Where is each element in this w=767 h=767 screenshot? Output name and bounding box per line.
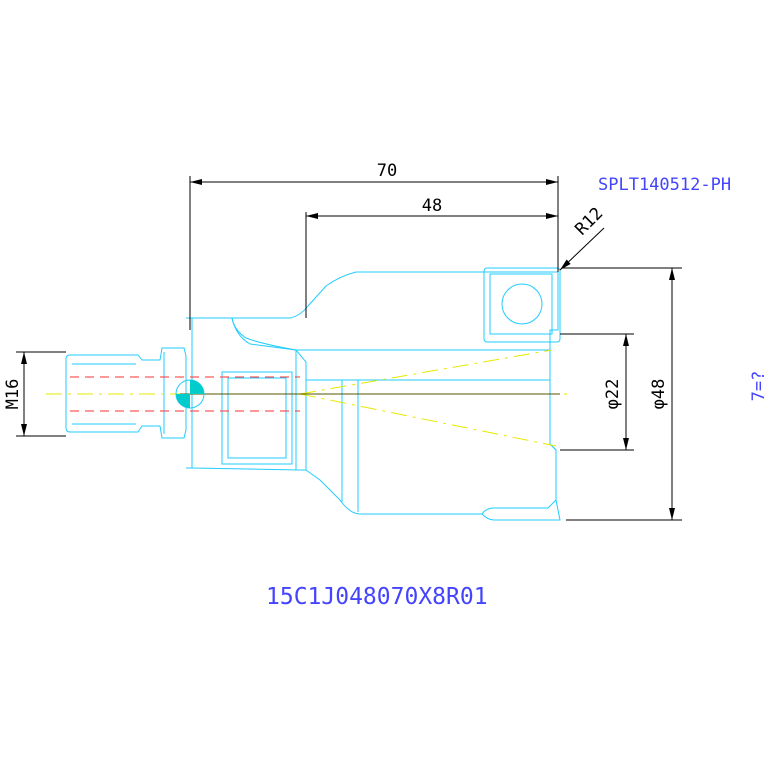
- dim-70-label: 70: [377, 161, 397, 181]
- dim-phi22-label: φ22: [603, 379, 623, 410]
- tool-body-outline: [65, 271, 561, 521]
- centerlines: [46, 349, 572, 447]
- hub-marker: [175, 379, 205, 409]
- dim-phi48-label: φ48: [649, 379, 669, 410]
- dim-cut-diameter: φ48: [562, 267, 682, 521]
- threaded-shank: [65, 347, 187, 439]
- dim-48-label: 48: [422, 196, 442, 216]
- dim-bore-diameter: φ22: [560, 333, 634, 451]
- dim-m16-label: M16: [3, 379, 23, 410]
- main-body: [192, 271, 561, 521]
- dim-r12-label: R12: [571, 204, 607, 240]
- dim-thread: M16: [3, 351, 66, 437]
- insert-code-label: SPLT140512-PH: [598, 175, 731, 195]
- hub-pocket: [221, 371, 293, 465]
- edge-text-label: 7=?: [749, 371, 767, 402]
- part-number-label: 15C1J048070X8R01: [266, 584, 488, 610]
- dim-insert-length: 48: [305, 196, 558, 318]
- dim-overall-length: 70: [189, 161, 559, 330]
- dim-corner-radius: R12: [559, 204, 607, 271]
- insert: [483, 267, 561, 343]
